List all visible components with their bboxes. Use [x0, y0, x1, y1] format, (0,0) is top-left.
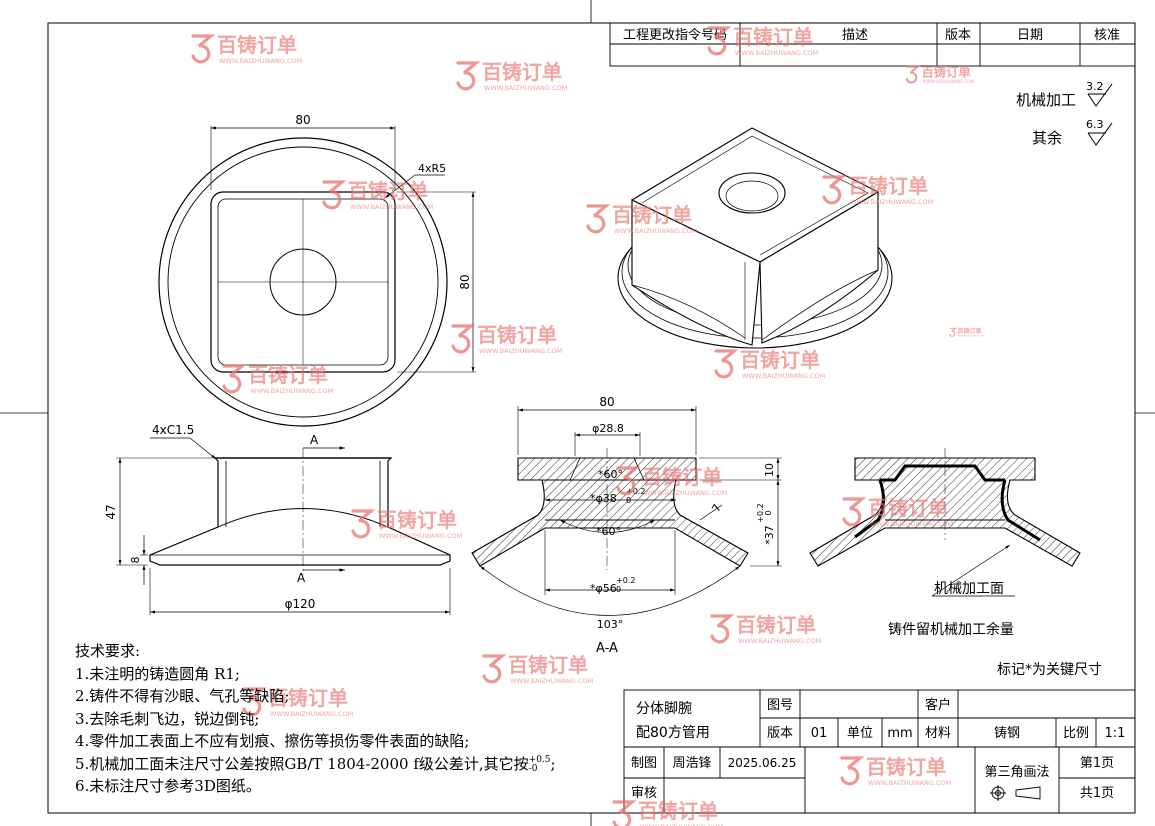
material-label: 材料 [925, 726, 951, 741]
top-width-dim: 80 [295, 113, 310, 127]
surface-finish-legend: 机械加工 3.2 其余 6.3 [1016, 80, 1113, 147]
finish-other-label: 其余 [1032, 129, 1062, 147]
section-mark-top: A [310, 433, 319, 447]
section-angle-top: *60° [598, 468, 623, 481]
tech-item-5-tol-lower: -0 [528, 763, 538, 774]
version-value: 01 [811, 726, 828, 741]
version-label: 版本 [767, 726, 793, 741]
corner-radius-note: 4xR5 [418, 162, 446, 175]
top-view [158, 126, 476, 427]
section-height-dim: *37 [763, 525, 776, 545]
tech-item-5-tol-upper: +0.5 [528, 754, 551, 765]
tech-item-6: 6.未标注尺寸参考3D图纸。 [75, 777, 261, 795]
unit-value: mm [887, 726, 912, 741]
section-bottom-dim: *φ56 [590, 582, 617, 595]
tech-item-3: 3.去除毛刺飞边，锐边倒钝; [75, 709, 260, 728]
section-bottom-tol-low: 0 [616, 585, 621, 594]
rev-header-version: 版本 [945, 28, 971, 43]
chamfer-note: 4xC1.5 [152, 423, 194, 437]
page-number: 第1页 [1080, 756, 1114, 771]
flange-dim: 8 [129, 557, 142, 564]
review-label: 审核 [631, 786, 657, 801]
section-inner-tol-low: 0 [626, 496, 631, 505]
allowance-caption: 铸件留机械加工余量 [888, 621, 1014, 638]
technical-requirements: 技术要求: 1.未注明的铸造圆角 R1; 2.铸件不得有沙眼、气孔等缺陷; 3.… [75, 640, 556, 798]
customer-label: 客户 [925, 697, 951, 713]
iso-view [617, 127, 893, 349]
key-dimension-note: 标记*为关键尺寸 [997, 662, 1102, 678]
tech-title: 技术要求: [75, 642, 141, 660]
tech-item-4: 4.零件加工表面上不应有划痕、擦伤等损伤零件表面的缺陷; [75, 732, 470, 750]
finish-other-value: 6.3 [1086, 118, 1104, 131]
section-bottom-tol: +0.2 [616, 576, 635, 585]
third-angle-projection-icon [990, 785, 1041, 801]
section-mark-bottom: A [297, 571, 306, 585]
front-height-dim: 47 [104, 504, 118, 519]
projection-label: 第三角画法 [984, 765, 1049, 780]
section-bore-dim: φ28.8 [592, 422, 624, 435]
allowance-callout: 机械加工面 [934, 581, 1004, 597]
tech-item-5: 5.机械加工面未注尺寸公差按照GB/T 1804-2000 f级公差计,其它按+… [75, 753, 556, 776]
section-height-tol: +0.2 [756, 503, 765, 522]
section-height-tol-low: 0 [764, 510, 773, 515]
drawn-by: 周浩锋 [672, 756, 711, 771]
finish-machined-value: 3.2 [1086, 80, 1104, 93]
rev-header-approve: 核准 [1094, 28, 1120, 43]
section-view: 80 φ28.8 *60° *φ38 +0.2 0 *60° *φ56 +0.2… [471, 395, 782, 656]
section-arc-angle: 103° [597, 618, 624, 631]
part-name-line2: 配80方管用 [636, 725, 710, 741]
revision-table: 工程更改指令号码 描述 版本 日期 核准 [609, 22, 1136, 67]
finish-machined-label: 机械加工 [1016, 91, 1076, 109]
top-height-dim: 80 [458, 274, 472, 289]
drawn-label: 制图 [631, 756, 657, 771]
scale-label: 比例 [1063, 726, 1089, 741]
roughness-symbol-icon [1087, 122, 1113, 146]
tech-item-5-end: ; [550, 754, 556, 773]
unit-label: 单位 [847, 726, 873, 741]
front-diameter-dim: φ120 [285, 597, 316, 611]
part-name-line1: 分体脚腕 [636, 701, 692, 717]
tech-item-5-text: 5.机械加工面未注尺寸公差按照GB/T 1804-2000 f级公差计,其它按 [75, 754, 529, 773]
roughness-symbol-icon [1087, 83, 1113, 107]
material-value: 铸钢 [994, 725, 1020, 741]
drawing-no-label: 图号 [767, 698, 793, 713]
tech-item-5-tolerance: +0.5-0 [528, 754, 551, 774]
drawn-date: 2025.06.25 [728, 756, 797, 770]
section-depth-dim: 10 [763, 463, 776, 477]
tech-item-1: 1.未注明的铸造圆角 R1; [75, 664, 240, 683]
rev-header-desc: 描述 [842, 28, 868, 43]
section-inner-dim: *φ38 [590, 492, 617, 505]
section-angle-mid: *60° [596, 525, 621, 538]
allowance-view: 机械加工面 铸件留机械加工余量 [809, 448, 1081, 638]
section-inner-tol: +0.2 [626, 487, 645, 496]
scale-value: 1:1 [1105, 726, 1126, 741]
rev-header-date: 日期 [1017, 28, 1043, 43]
section-wall-dim: 7 [709, 502, 724, 515]
section-label: A-A [596, 641, 618, 656]
page-total: 共1页 [1080, 786, 1114, 801]
rev-header-ecn: 工程更改指令号码 [623, 28, 727, 43]
title-block [623, 689, 1136, 814]
tech-item-2: 2.铸件不得有沙眼、气孔等缺陷; [75, 687, 290, 705]
section-width-dim: 80 [599, 395, 614, 409]
